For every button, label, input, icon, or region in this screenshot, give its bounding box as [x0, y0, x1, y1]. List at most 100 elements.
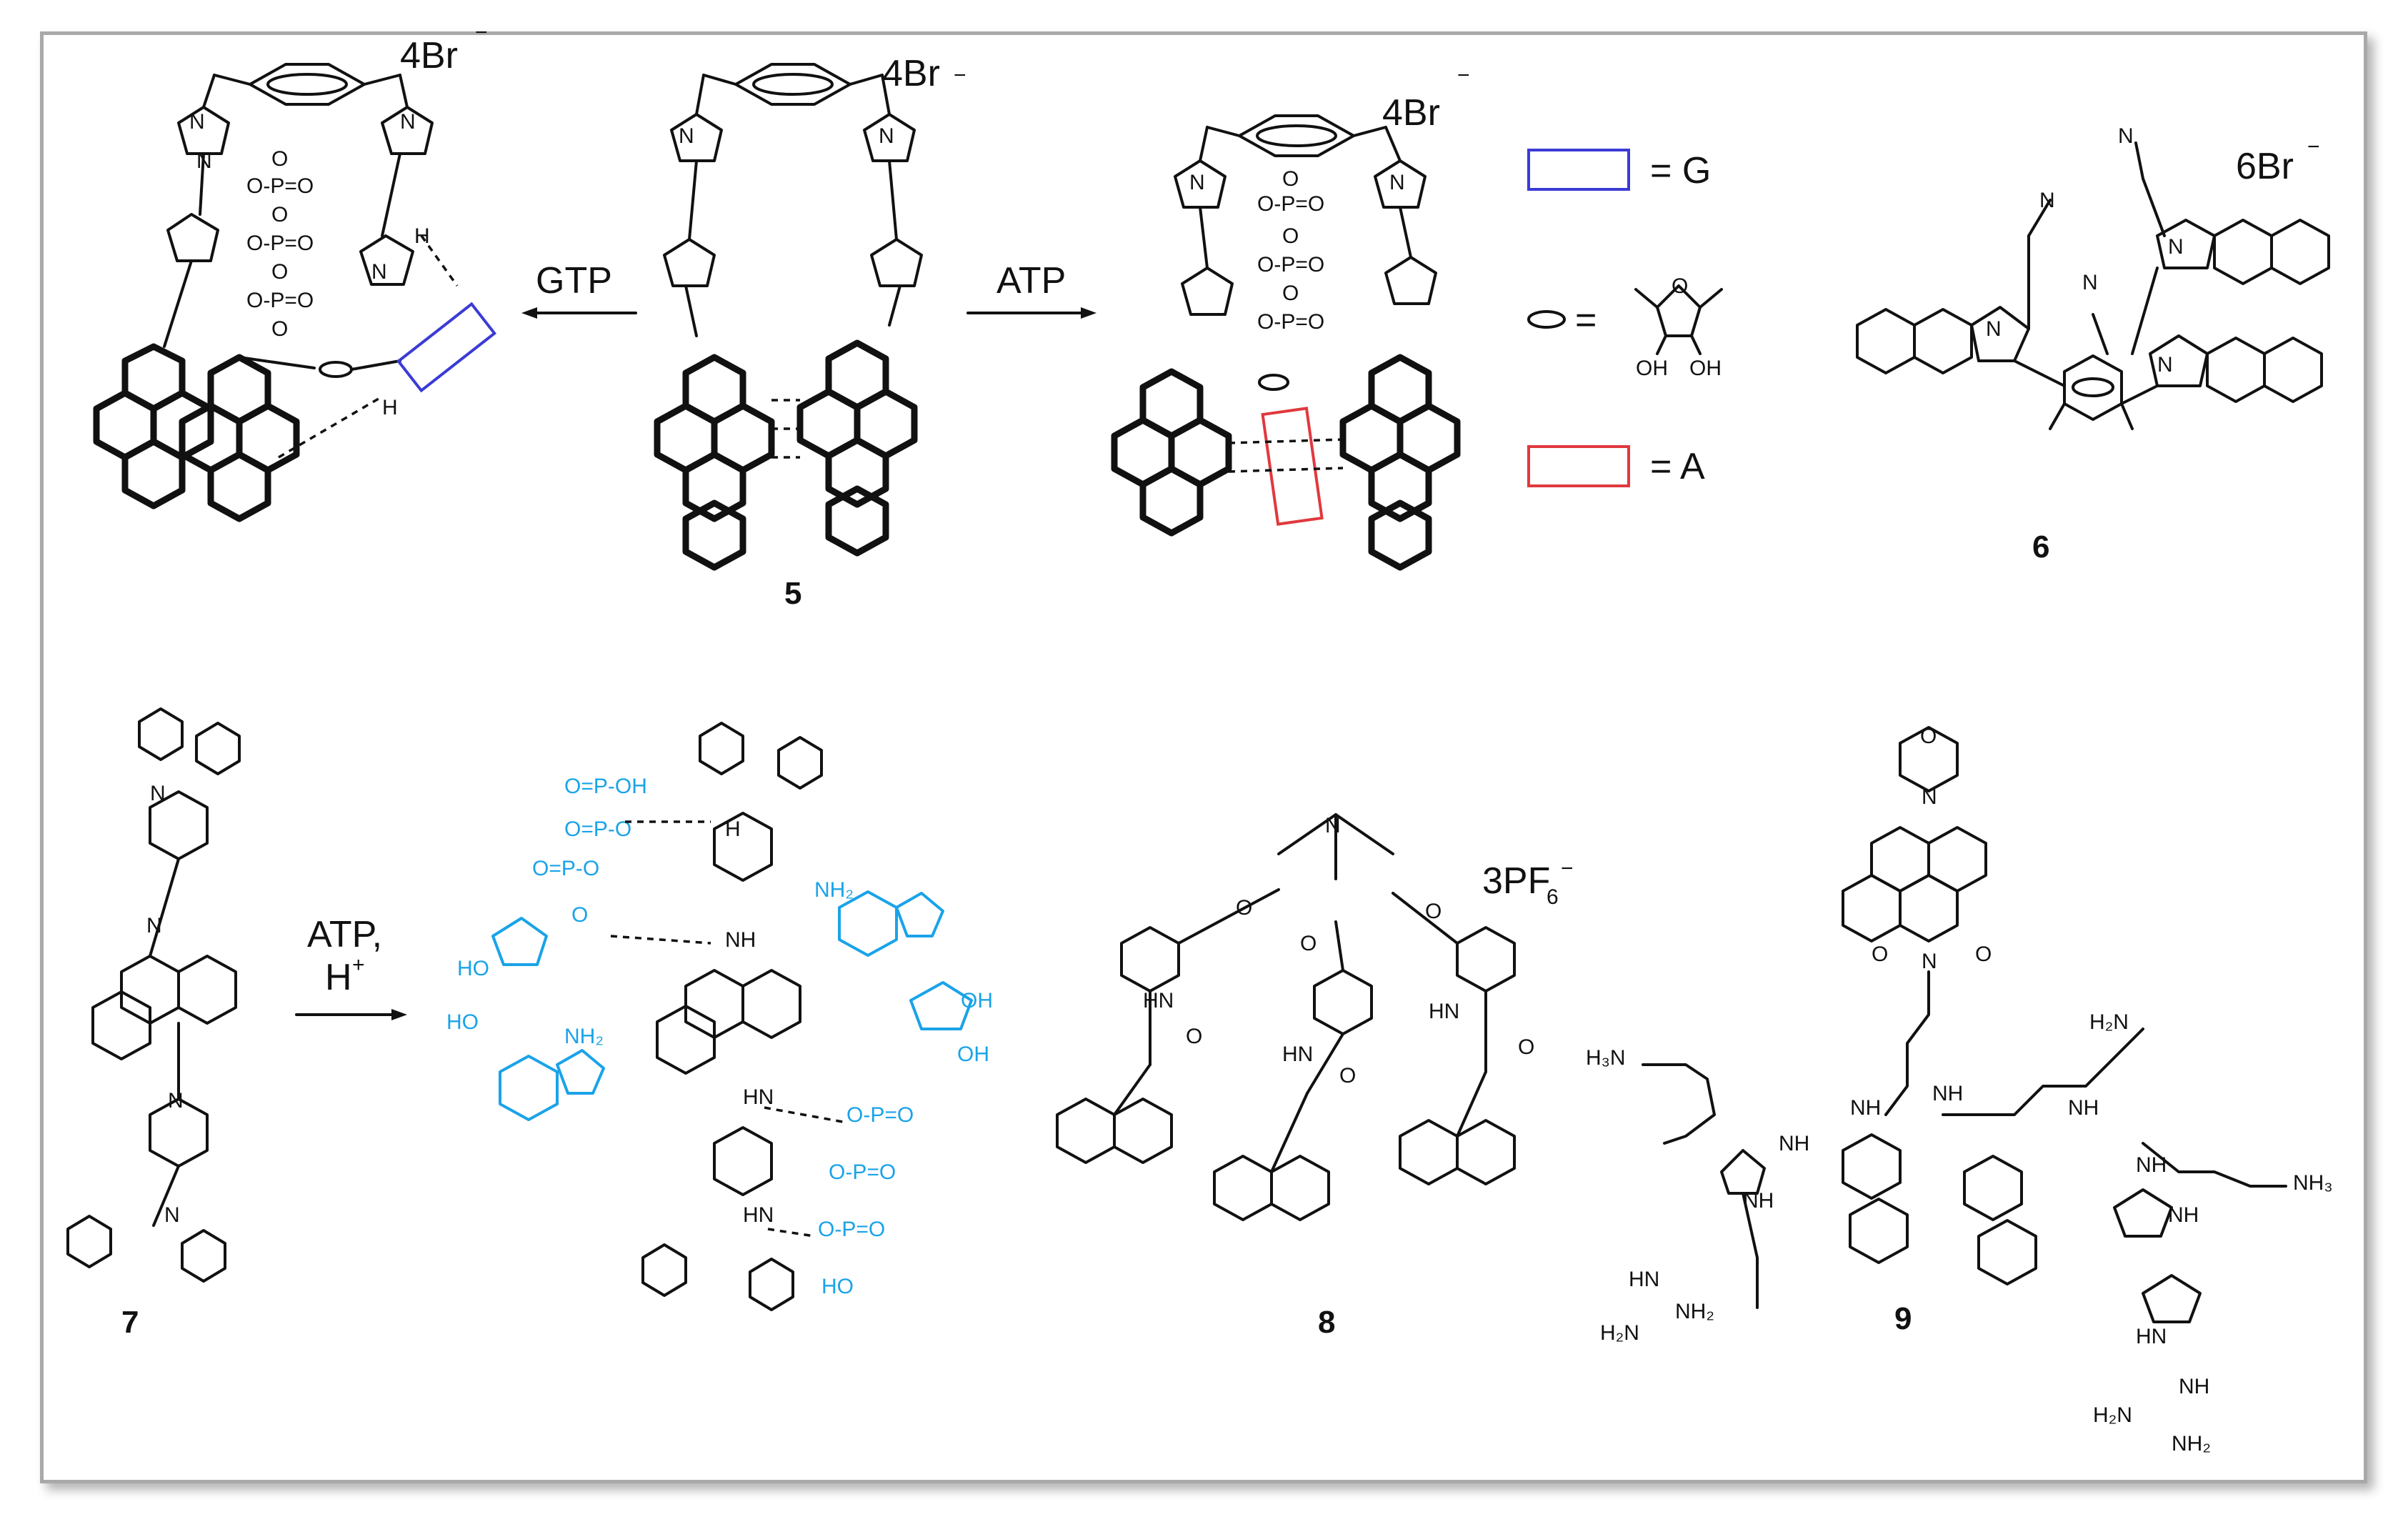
nh-atom: NH: [725, 928, 756, 952]
o-atom: O: [1975, 942, 1992, 966]
gtp-complex: N N N N O O-P=O O O-P=O O O-P=O O H: [93, 21, 497, 522]
counterion-charge: −: [1457, 64, 1470, 87]
phosphate-text: O-P=O: [246, 174, 314, 198]
n-atom: N: [679, 124, 694, 148]
phosphate-text: O-P=O: [1257, 192, 1324, 216]
compound-9: O N O O N H₃N H₂N NH₃ NH NH NH NH NH NH …: [1586, 725, 2333, 1456]
nh2-label: NH₂: [564, 1025, 604, 1048]
pyrene-atp-left: [1111, 368, 1232, 537]
n-atom: N: [196, 149, 212, 173]
oh-label: HO: [457, 957, 489, 980]
o-atom: O: [1300, 932, 1317, 955]
phosphate-text: O-P=O: [246, 232, 314, 255]
nh-atom: NH: [1779, 1132, 1809, 1155]
nh2-label: NH₂: [2172, 1432, 2211, 1456]
o-atom: O: [1236, 896, 1252, 920]
nh-atom: HN: [743, 1085, 774, 1109]
counterion-label: 3PF: [1482, 860, 1550, 902]
o-atom: O: [1339, 1064, 1356, 1088]
o-atom: O: [1425, 900, 1442, 923]
nh-atom: HN: [1143, 989, 1174, 1013]
compound-8: N HN HN HN O O O O O O 3PF 6 − 8: [1056, 813, 1574, 1340]
pyrene-left-a: [93, 343, 214, 509]
gtp-arrow: GTP: [521, 260, 637, 319]
n-atom: N: [146, 914, 162, 937]
n-atom: N: [2118, 124, 2134, 148]
compound-number-6: 6: [2032, 529, 2049, 564]
nh2-label: NH₂: [1675, 1300, 1714, 1323]
nh3-label: NH₃: [2293, 1171, 2333, 1195]
legend-sugar-equals: =: [1575, 299, 1597, 341]
counterion-label: 4Br: [400, 35, 458, 76]
n-atom: N: [1986, 317, 2002, 341]
nh2-label: NH₂: [814, 878, 854, 902]
compound-number-5: 5: [784, 576, 801, 611]
legend-sugar-ellipse: [1527, 310, 1566, 329]
pyrene-left-b: [179, 354, 300, 522]
gtp-arrow-label: GTP: [536, 260, 612, 302]
nh2-label: H₂N: [2089, 1010, 2129, 1034]
compound-7: N N N N 7: [66, 707, 241, 1340]
legend-a-label: = A: [1650, 446, 1705, 487]
phosphate-text: O-P=O: [1257, 310, 1324, 334]
ring-oxygen: O: [1672, 274, 1688, 298]
n-atom: N: [371, 260, 387, 284]
phosphate-text: O-P=O: [846, 1103, 914, 1127]
counterion-charge: −: [954, 64, 966, 87]
nh-atom: H: [725, 817, 741, 841]
phosphate-text: O=P-O: [564, 817, 631, 841]
nh-atom: NH: [2179, 1375, 2209, 1398]
oh-label: OH: [1689, 357, 1722, 380]
oh-label: OH: [961, 989, 993, 1013]
oh-label: OH: [957, 1043, 989, 1066]
atp-blue-right: NH₂ OH OH O-P=O O-P=O O-P=O HO: [764, 878, 993, 1298]
n-atom: N: [1389, 171, 1405, 194]
n-atom: N: [2157, 353, 2173, 377]
nh-atom: NH: [1743, 1189, 1774, 1213]
n-atom: N: [1189, 171, 1205, 194]
nh2-label: H₂N: [1600, 1321, 1639, 1345]
legend-g-box: [1527, 149, 1630, 191]
atp-complex: N N O O-P=O O O-P=O O O-P=O 4Br −: [1111, 64, 1470, 571]
phosphate-text: O: [571, 903, 588, 927]
legend-a-box: [1527, 445, 1630, 487]
compound-6: N N N N N N 6Br − 6: [1856, 124, 2330, 564]
nh-atom: NH: [1850, 1096, 1881, 1120]
counterion-charge: −: [475, 21, 488, 44]
n-atom: N: [400, 110, 416, 134]
counterion-label: 6Br: [2236, 146, 2294, 187]
n-atom: N: [1922, 785, 1937, 809]
atp-arrow: ATP: [966, 260, 1096, 319]
nh-atom: NH: [2136, 1153, 2167, 1177]
phosphate-text: O-P=O: [818, 1218, 885, 1241]
counterion-charge: −: [2307, 135, 2320, 159]
phosphate-text: O: [1282, 282, 1299, 305]
phosphate-text: O=P-OH: [564, 775, 647, 798]
ribose-structure: O OH OH: [1634, 274, 1723, 380]
phosphate-text: O-P=O: [829, 1160, 896, 1184]
o-atom: O: [1186, 1025, 1202, 1048]
atp-h-sup: +: [352, 953, 365, 977]
nh-atom: NH: [1932, 1082, 1963, 1105]
phosphate-text: O: [271, 203, 288, 227]
nh-atom: HN: [1282, 1043, 1313, 1066]
n-atom: N: [1922, 950, 1937, 973]
counterion-sub: 6: [1547, 885, 1559, 909]
atp-arrow-label: ATP: [996, 260, 1066, 302]
atp-h-arrow: ATP, H +: [295, 914, 407, 1020]
legend-g-label: = G: [1650, 150, 1711, 192]
nh2-label: H₂N: [2093, 1403, 2132, 1427]
phosphate-text: O=P-O: [532, 857, 599, 880]
n-atom: N: [150, 782, 166, 805]
nh-atom: NH: [2168, 1203, 2199, 1227]
n-atom: N: [2168, 235, 2184, 259]
nh-atom: HN: [743, 1203, 774, 1227]
guanine-box: [396, 302, 497, 393]
phosphate-text: O: [271, 317, 288, 341]
compound-number-8: 8: [1318, 1305, 1335, 1340]
phosphate-text: O: [271, 147, 288, 171]
compound-7-atp-complex: H NH HN HN O=P-OH O=P-O O=P-O O HO HO NH…: [446, 722, 993, 1311]
n-atom: N: [164, 1203, 180, 1227]
o-atom: O: [1872, 942, 1888, 966]
phosphate-text: O: [1282, 167, 1299, 191]
